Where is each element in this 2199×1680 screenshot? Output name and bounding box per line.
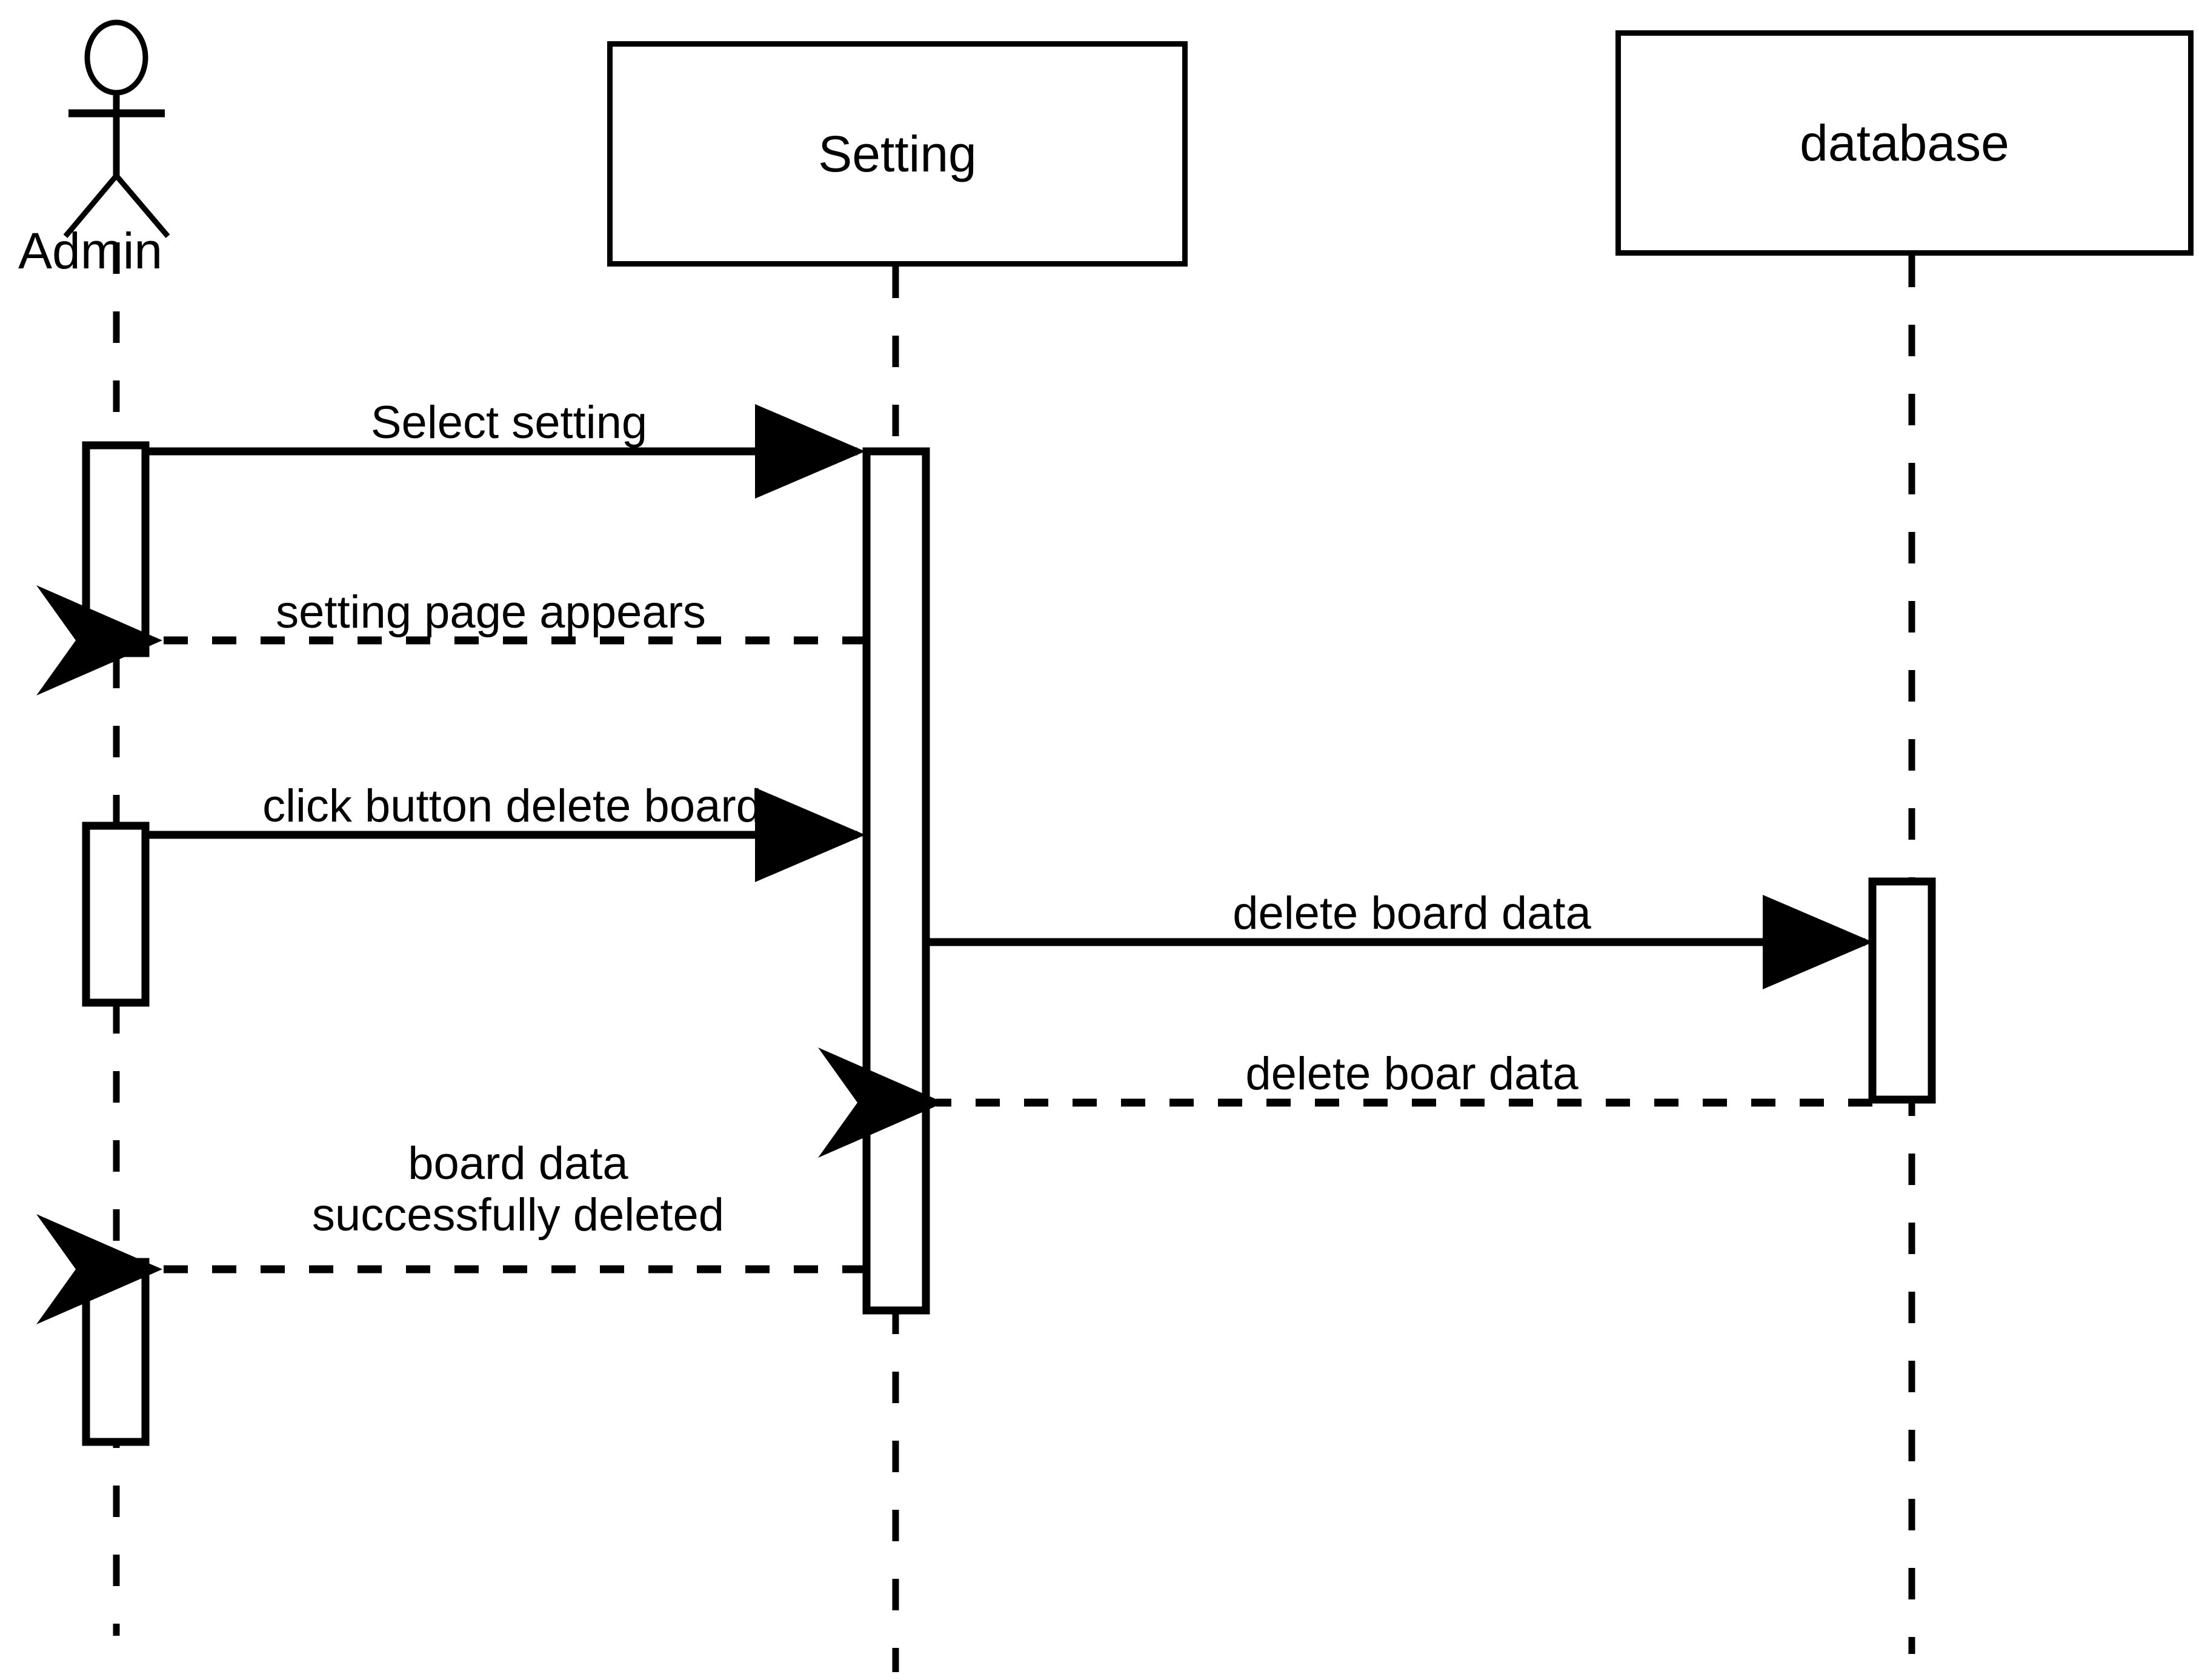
activation-bar-setting-1 <box>862 447 930 1315</box>
participant-label-database: database <box>1800 115 2009 171</box>
participant-box-database[interactable]: database <box>1615 30 2194 256</box>
message-label-select-setting: Select setting <box>370 397 648 448</box>
message-label-click-button-delete-board: click button delete board <box>262 780 762 832</box>
actor-head-icon <box>84 19 148 96</box>
activation-bar-admin-1 <box>82 441 150 657</box>
activation-bar-admin-3 <box>82 1258 150 1446</box>
actor-leg-left-line <box>63 174 119 238</box>
actor-leg-right-line <box>114 174 170 238</box>
actor-figure-admin <box>63 19 170 238</box>
lifelines-group <box>113 242 1915 1672</box>
activation-bar-admin-2 <box>82 822 150 1007</box>
participant-box-setting[interactable]: Setting <box>607 41 1188 267</box>
participant-label-setting: Setting <box>818 125 977 182</box>
activation-bar-database-1 <box>1868 877 1936 1104</box>
message-label-delete-boar-data: delete boar data <box>1245 1048 1579 1100</box>
activation-bars-group <box>82 441 1936 1446</box>
message-label-delete-board-data: delete board data <box>1233 888 1591 939</box>
participant-label-admin: Admin <box>18 222 163 279</box>
message-label-board-data-successfully-deleted: board data successfully deleted <box>311 1138 725 1241</box>
message-label-setting-page-appears: setting page appears <box>276 586 706 638</box>
